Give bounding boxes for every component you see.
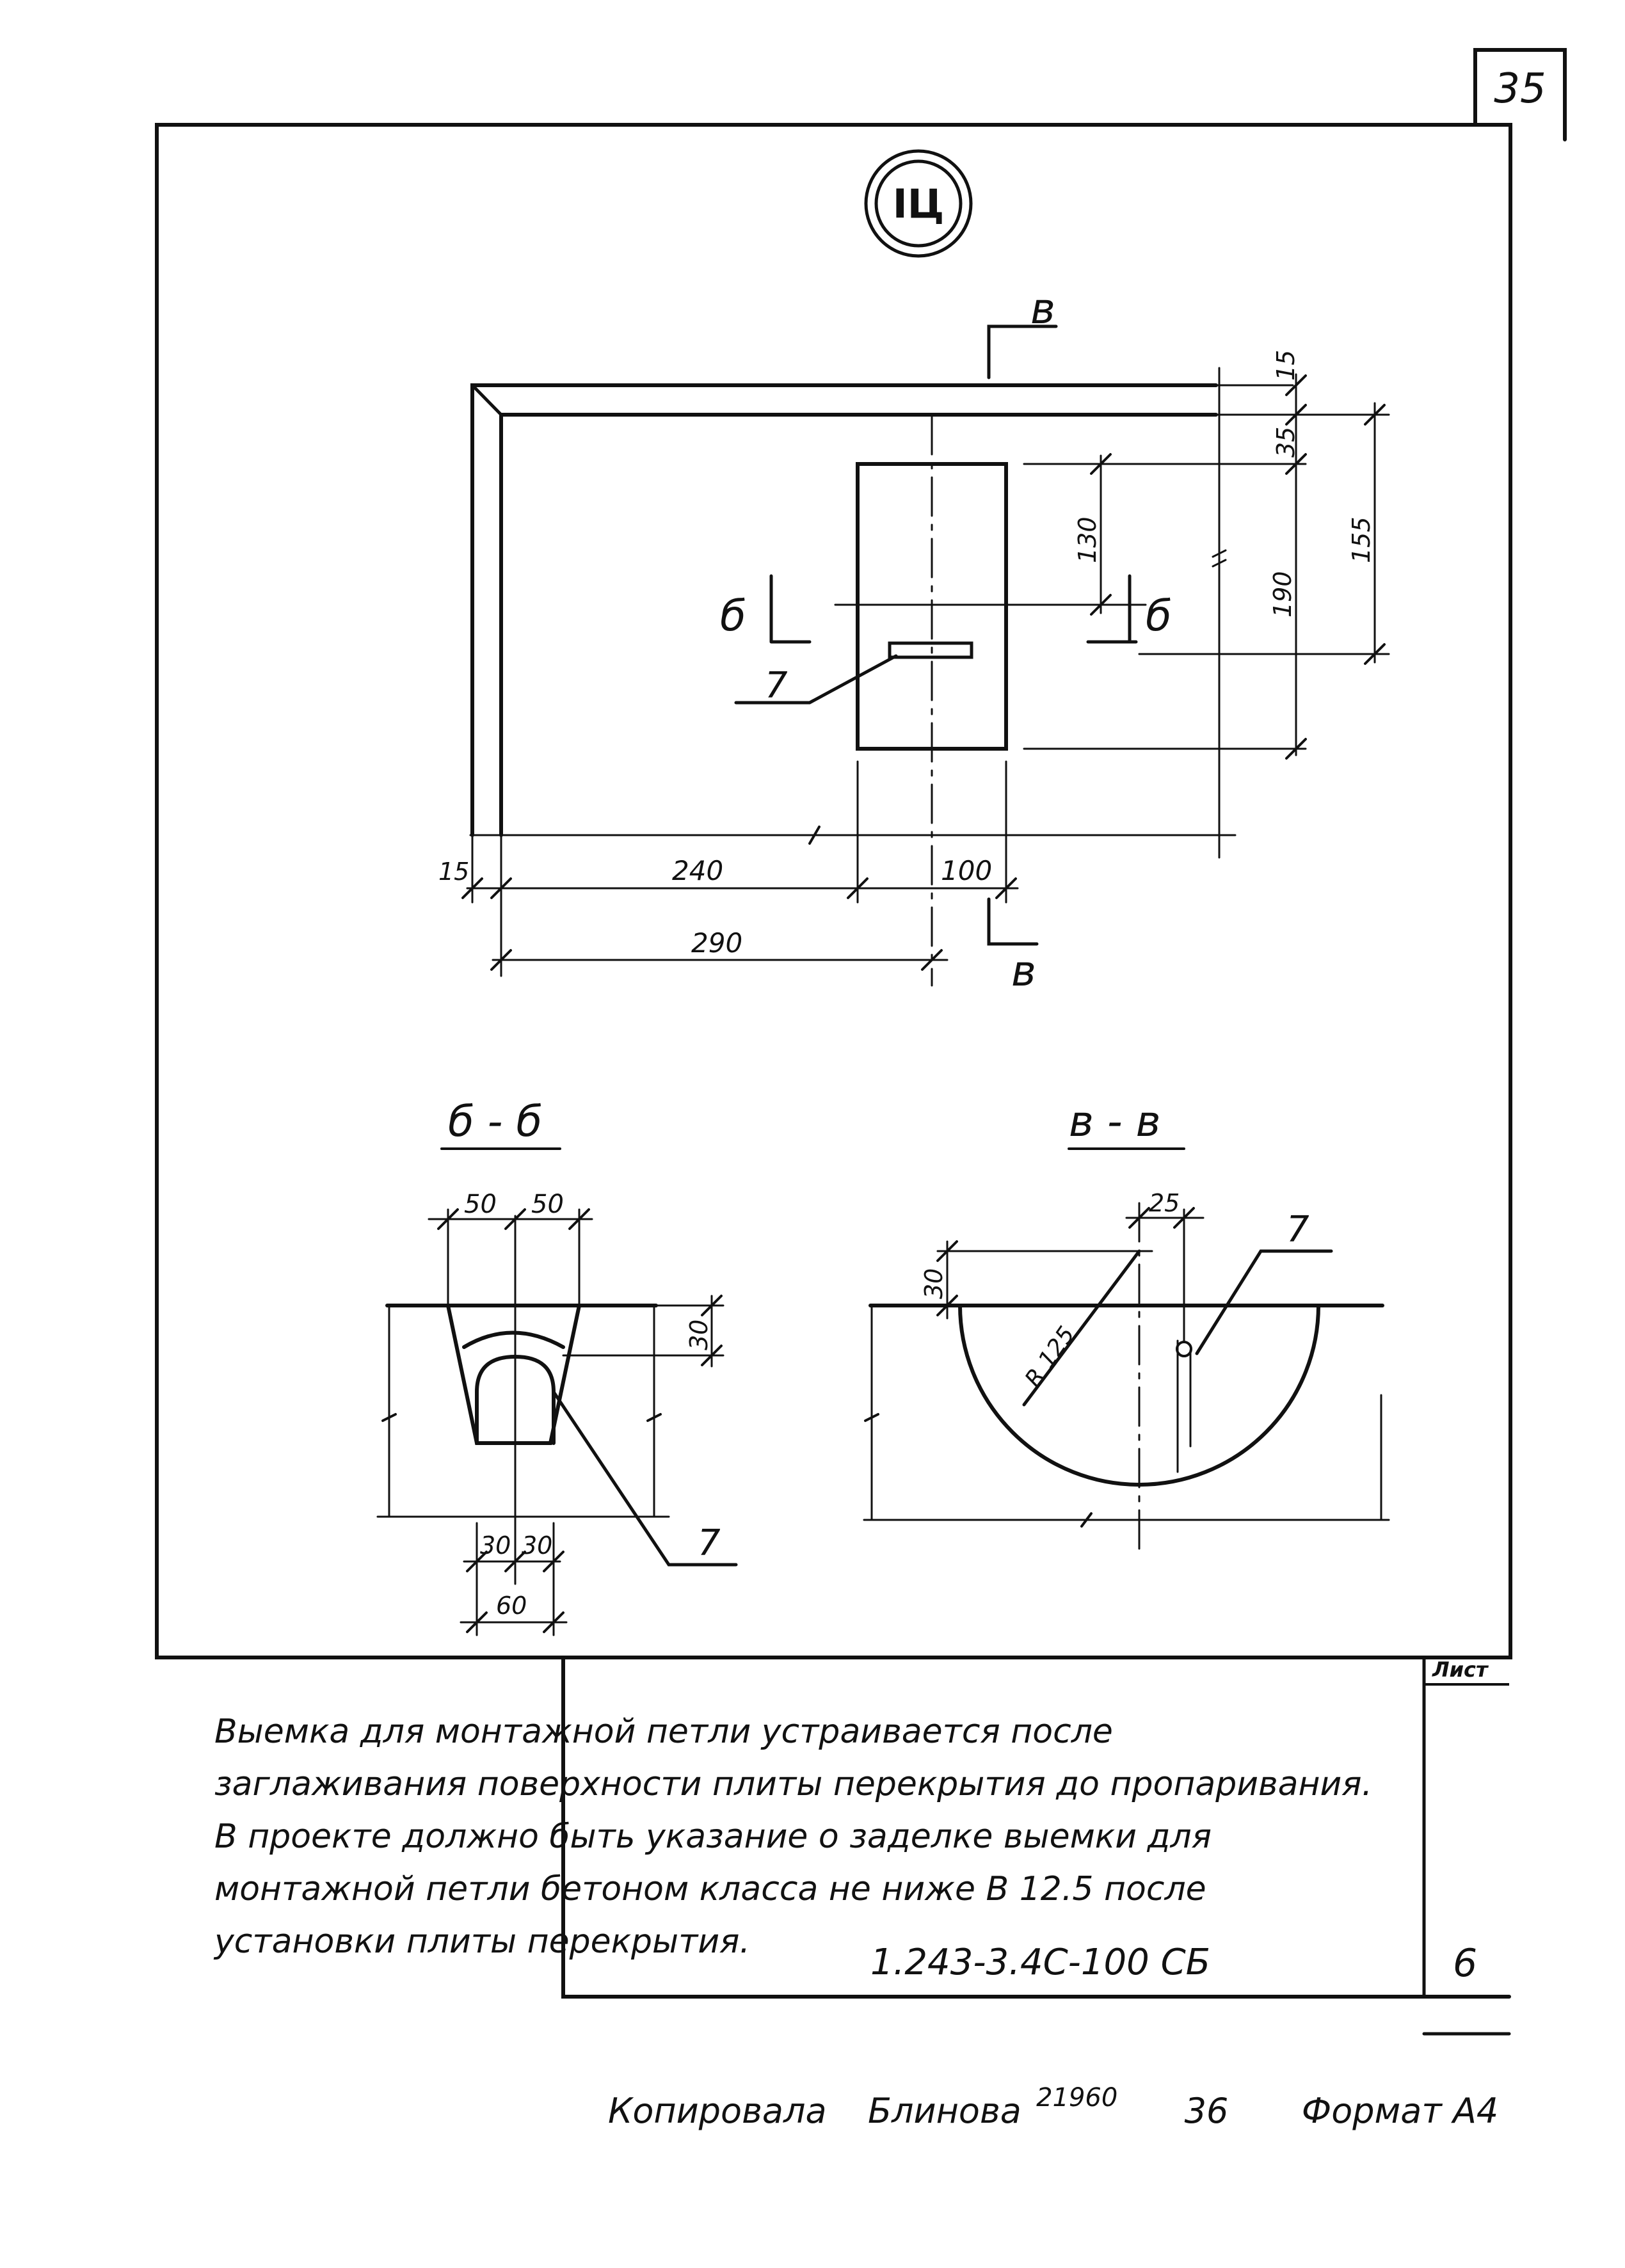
dim-190: 190 bbox=[1269, 571, 1297, 618]
dim-15-left: 15 bbox=[438, 858, 469, 886]
sheet-frame bbox=[155, 123, 1512, 1659]
plan-leader-7 bbox=[734, 654, 898, 705]
copy-footer: Копировала Блинова 21960 36 Формат А4 bbox=[608, 2083, 1498, 2131]
sheet-label: Лист bbox=[1432, 1657, 1489, 1682]
dim-130: 130 bbox=[1073, 516, 1101, 563]
plan-section-mark-bottom: в bbox=[1011, 946, 1036, 996]
section-bb-leader-7 bbox=[552, 1390, 738, 1567]
section-cut-b-right bbox=[1086, 574, 1138, 644]
section-vv-leader-7 bbox=[1195, 1249, 1333, 1355]
dim-290: 290 bbox=[691, 927, 742, 959]
dim-ticks-right bbox=[1090, 374, 1386, 760]
section-vv-dim-30: 30 bbox=[920, 1268, 948, 1299]
section-bb-position-label: 7 bbox=[698, 1522, 721, 1564]
note-line-2: заглаживания поверхности плиты перекрыти… bbox=[214, 1765, 1373, 1803]
section-bb-ticks bbox=[381, 1208, 723, 1633]
order-number: 21960 bbox=[1036, 2083, 1118, 2112]
section-cut-v-bottom bbox=[987, 897, 1039, 946]
document-code: 1.243-3.4С-100 СБ bbox=[870, 1942, 1210, 1983]
dim-240: 240 bbox=[672, 855, 723, 886]
plan-position-label: 7 bbox=[765, 665, 788, 707]
variant-mark-circle-inner bbox=[874, 159, 963, 248]
section-vv-ticks bbox=[864, 1207, 1195, 1528]
plan-view bbox=[461, 324, 1390, 987]
section-bb bbox=[376, 1147, 738, 1636]
loop-bar bbox=[888, 641, 973, 659]
variant-mark-circle-outer bbox=[864, 149, 973, 258]
footer-page-number: 36 bbox=[1184, 2091, 1229, 2131]
section-vv-radius-line bbox=[1022, 1249, 1141, 1407]
section-vv bbox=[863, 1147, 1390, 1550]
format-label: Формат А4 bbox=[1301, 2091, 1499, 2131]
slab-outer-edge bbox=[470, 383, 1218, 837]
corner-number-box bbox=[1473, 48, 1567, 141]
copier-name: Блинова bbox=[867, 2091, 1021, 2131]
plan-section-mark-left: б bbox=[720, 591, 746, 641]
section-bb-title: б - б bbox=[448, 1097, 542, 1146]
section-bb-dim-30b: 30 bbox=[522, 1531, 552, 1560]
section-cut-v-top bbox=[987, 324, 1058, 379]
section-bb-loop-outer bbox=[462, 1330, 565, 1349]
break-mark-right bbox=[1212, 549, 1227, 568]
slab-corner-diagonal bbox=[470, 383, 503, 417]
section-vv-radius: R 125 bbox=[1020, 1322, 1080, 1392]
section-vv-title: в - в bbox=[1069, 1097, 1161, 1146]
sheet-number: 6 bbox=[1453, 1941, 1477, 1986]
dim-15-top: 15 bbox=[1272, 350, 1300, 381]
section-bb-dim-30a: 30 bbox=[480, 1531, 511, 1560]
section-bb-dim-30-right: 30 bbox=[685, 1320, 713, 1350]
note-line-5: установки плиты перекрытия. bbox=[214, 1922, 750, 1961]
title-block bbox=[561, 1656, 1511, 2036]
section-vv-loop-end bbox=[1176, 1341, 1192, 1357]
plan-section-mark-top: в bbox=[1030, 284, 1055, 333]
variant-mark: IЦ bbox=[893, 180, 945, 227]
note-line-1: Выемка для монтажной петли устраивается … bbox=[214, 1713, 1113, 1751]
section-bb-dim-50a: 50 bbox=[464, 1190, 497, 1219]
dim-100: 100 bbox=[941, 855, 992, 886]
note-line-3: В проекте должно быть указание о заделке… bbox=[214, 1817, 1212, 1856]
section-cut-b-left bbox=[769, 574, 812, 644]
section-vv-dim-25: 25 bbox=[1149, 1189, 1180, 1217]
section-vv-position-label: 7 bbox=[1286, 1209, 1309, 1250]
corner-number: 35 bbox=[1494, 65, 1546, 113]
section-bb-dim-60: 60 bbox=[496, 1592, 527, 1620]
section-bb-dim-50b: 50 bbox=[531, 1190, 564, 1219]
plan-section-mark-right: б bbox=[1146, 591, 1172, 641]
dim-ticks-bottom bbox=[461, 826, 1017, 971]
dim-155: 155 bbox=[1347, 516, 1375, 563]
section-bb-recess-profile bbox=[446, 1304, 581, 1445]
construction-note: Выемка для монтажной петли устраивается … bbox=[214, 1705, 1507, 1968]
dim-35: 35 bbox=[1272, 427, 1300, 458]
copied-by-label: Копировала bbox=[608, 2091, 827, 2131]
note-line-4: монтажной петли бетоном класса не ниже В… bbox=[214, 1870, 1206, 1908]
